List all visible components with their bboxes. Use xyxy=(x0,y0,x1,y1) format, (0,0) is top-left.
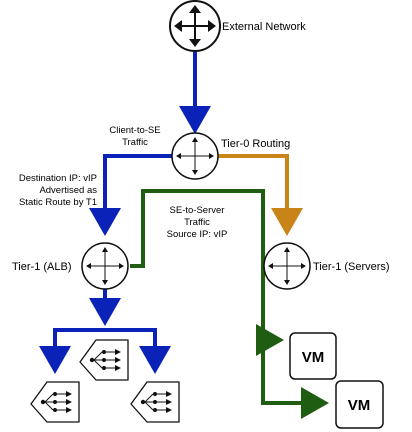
client-to-se-annotation: Client-to-SE xyxy=(109,125,160,136)
destination-ip-annotation: Destination IP: vIP xyxy=(19,173,97,184)
service-engine-icon xyxy=(130,381,180,423)
link-se-to-server xyxy=(130,189,329,419)
tier1-servers-router-icon xyxy=(263,242,311,290)
vm-box: VM xyxy=(289,332,337,380)
vm-label: VM xyxy=(302,349,325,366)
se-to-server-annotation: Source IP: vIP xyxy=(167,229,228,240)
service-engine-icon xyxy=(79,339,129,381)
tier0-router-icon xyxy=(171,132,219,180)
link-tier0-to-servers xyxy=(218,154,303,236)
tier1-alb-label: Tier-1 (ALB) xyxy=(12,261,72,273)
tier0-label: Tier-0 Routing xyxy=(221,138,290,150)
vm-label: VM xyxy=(348,397,371,414)
link-tier0-to-alb xyxy=(89,154,172,236)
destination-ip-annotation: Static Route by T1 xyxy=(19,197,97,208)
service-engine-icon xyxy=(30,381,80,423)
destination-ip-annotation: Advertised as xyxy=(39,185,97,196)
tier1-alb-router-icon xyxy=(81,242,129,290)
se-to-server-annotation: Traffic xyxy=(184,217,210,228)
external-network-label: External Network xyxy=(222,21,306,33)
tier1-servers-label: Tier-1 (Servers) xyxy=(313,261,390,273)
external-network-router-icon xyxy=(169,0,221,52)
se-to-server-annotation: SE-to-Server xyxy=(170,205,225,216)
vm-box: VM xyxy=(335,380,384,429)
client-to-se-annotation: Traffic xyxy=(122,137,148,148)
